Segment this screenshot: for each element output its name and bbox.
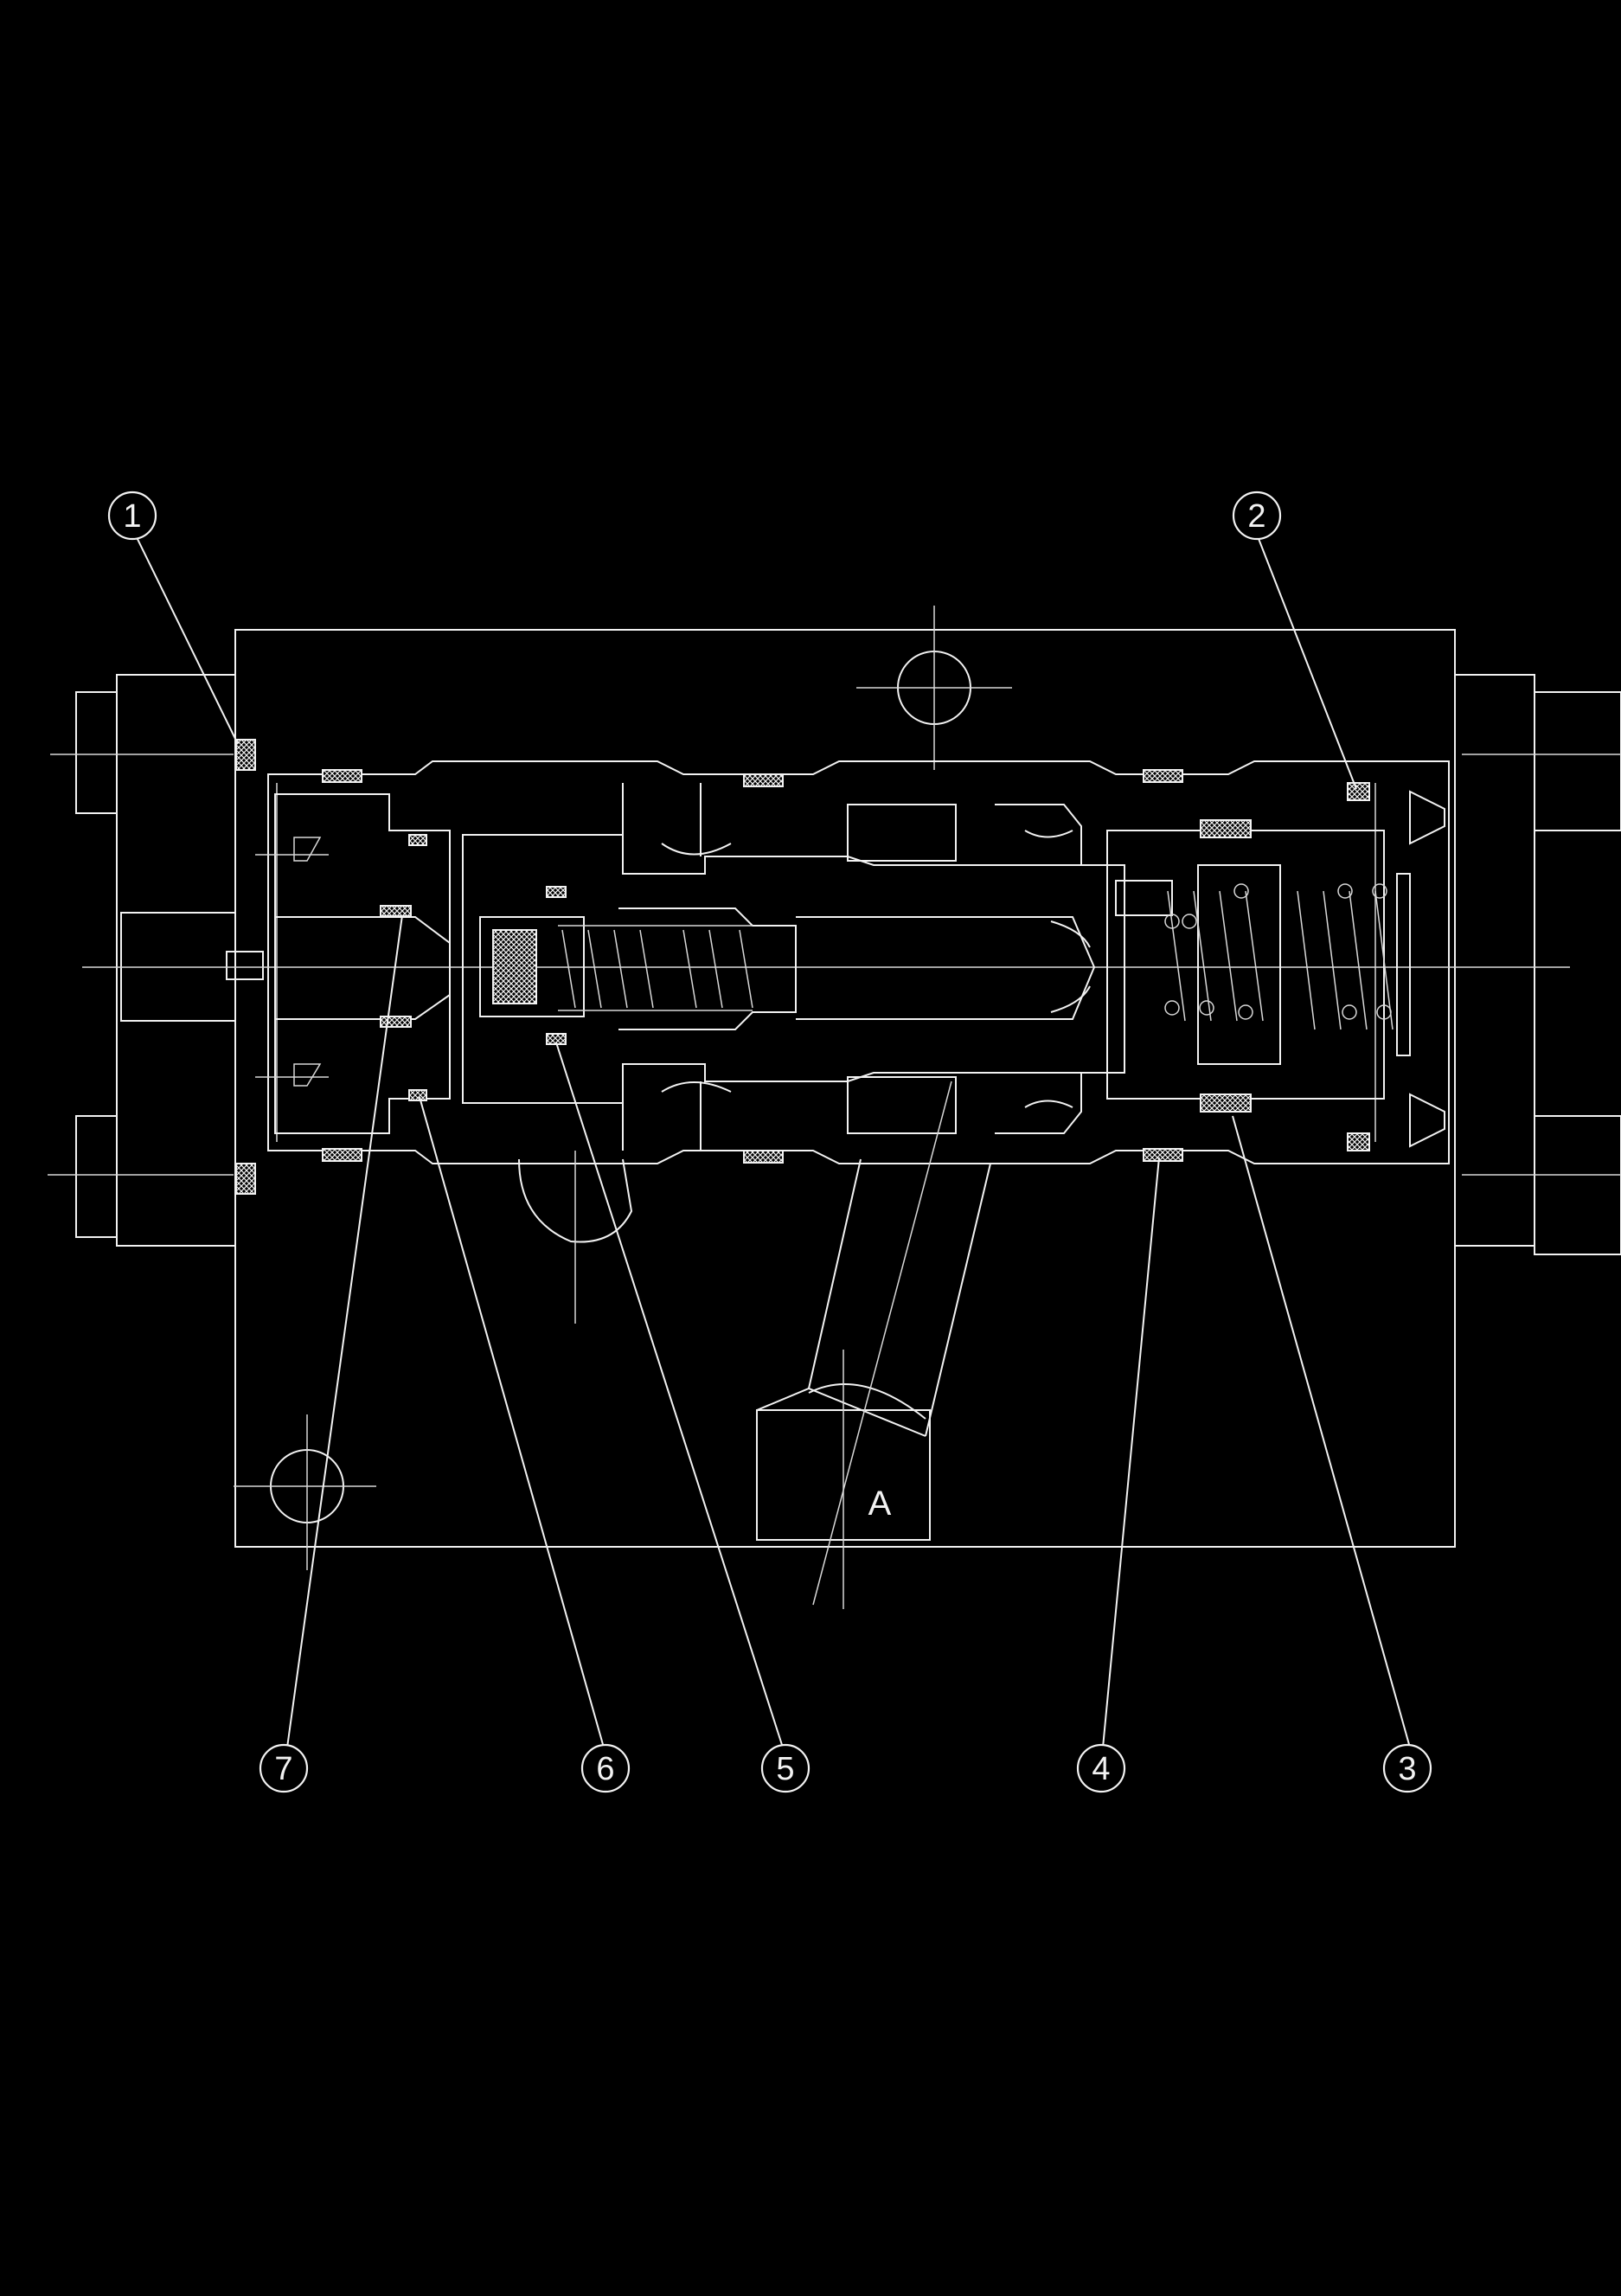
spring-chamber [1106, 790, 1445, 1148]
callout-7-label: 7 [274, 1751, 292, 1787]
port-a-label: A [868, 1485, 892, 1523]
callout-2: 2 [1232, 491, 1282, 541]
bottom-mounting-hole [234, 1414, 376, 1570]
callout-4: 4 [1076, 1743, 1126, 1793]
callout-4-label: 4 [1092, 1751, 1110, 1787]
main-bore [82, 760, 1570, 1164]
callout-3: 3 [1382, 1743, 1432, 1793]
leader-lines [133, 531, 1411, 1748]
callout-3-label: 3 [1398, 1751, 1416, 1787]
left-end-cap [48, 674, 264, 1247]
callout-7: 7 [259, 1743, 309, 1793]
seals [235, 739, 1370, 1195]
callout-5: 5 [760, 1743, 810, 1793]
right-end-cap [1454, 674, 1621, 1255]
callout-1: 1 [107, 491, 157, 541]
callout-2-label: 2 [1247, 498, 1265, 535]
callout-1-label: 1 [123, 498, 141, 535]
callout-6-label: 6 [596, 1751, 614, 1787]
port-a-passage: A [518, 1081, 991, 1609]
top-mounting-hole [856, 606, 1012, 770]
callout-5-label: 5 [776, 1751, 794, 1787]
chambers [622, 783, 1091, 1151]
spool [462, 834, 1125, 1104]
callout-6: 6 [580, 1743, 631, 1793]
